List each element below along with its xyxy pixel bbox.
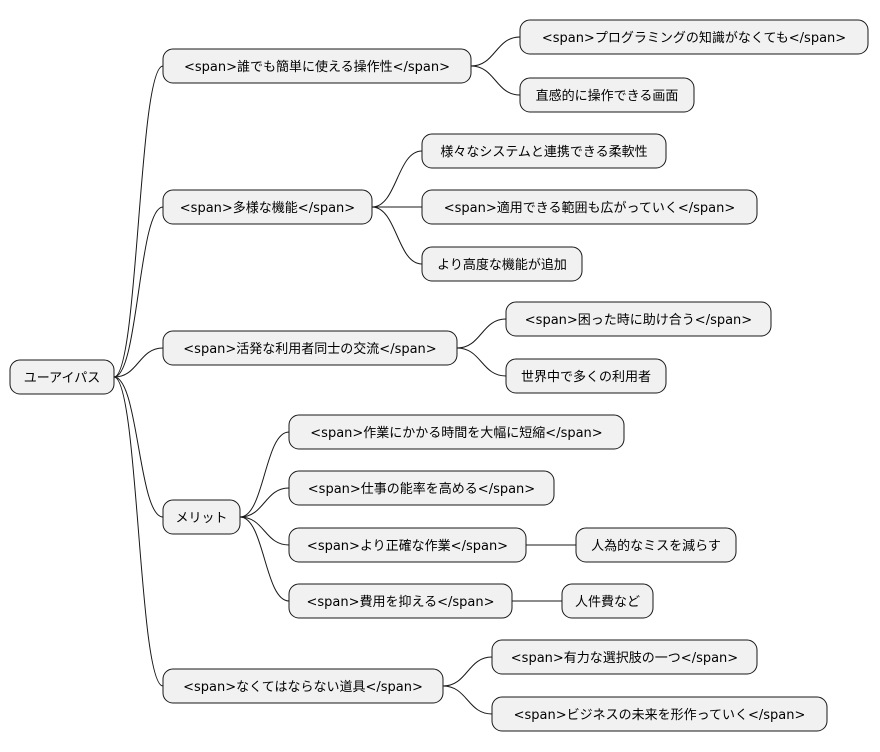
node-branch-community-label: <span>活発な利用者同士の交流</span> bbox=[183, 341, 436, 357]
connector-branch-usability-to-intuitive-screen bbox=[470, 65, 521, 96]
node-users-worldwide-label: 世界中で多くの利用者 bbox=[521, 369, 651, 385]
node-efficiency: <span>仕事の能率を高める</span> bbox=[288, 470, 555, 506]
node-reduce-human-error: 人為的なミスを減らす bbox=[575, 527, 737, 563]
node-strong-option-label: <span>有力な選択肢の一つ</span> bbox=[511, 650, 738, 666]
node-help-each-other-label: <span>困った時に助け合う</span> bbox=[525, 313, 752, 328]
connector-branch-community-to-users-worldwide bbox=[456, 347, 507, 377]
node-labor-cost-label: 人件費など bbox=[575, 595, 640, 610]
node-branch-essential-tool: <span>なくてはならない道具</span> bbox=[162, 668, 444, 704]
node-branch-essential-tool-label: <span>なくてはならない道具</span> bbox=[183, 680, 423, 695]
node-time-reduction-label: <span>作業にかかる時間を大幅に短縮</span> bbox=[310, 425, 602, 441]
node-help-each-other: <span>困った時に助け合う</span> bbox=[505, 301, 772, 337]
connector-branch-essential-tool-to-strong-option bbox=[442, 656, 493, 687]
connector-branch-merits-to-reduce-cost bbox=[239, 516, 290, 602]
node-branch-community: <span>活発な利用者同士の交流</span> bbox=[162, 330, 458, 366]
node-root: ユーアイパス bbox=[9, 359, 115, 395]
node-branch-usability: <span>誰でも簡単に使える操作性</span> bbox=[162, 48, 472, 84]
node-labor-cost: 人件費など bbox=[561, 583, 654, 619]
connector-branch-features-to-flexible-integration bbox=[371, 150, 423, 208]
node-shape-business-future-label: <span>ビジネスの未来を形作っていく</span> bbox=[514, 708, 806, 723]
node-scope-expands-label: <span>適用できる範囲も広がっていく</span> bbox=[444, 200, 736, 216]
node-flexible-integration-label: 様々なシステムと連携できる柔軟性 bbox=[440, 144, 647, 160]
node-flexible-integration: 様々なシステムと連携できる柔軟性 bbox=[421, 133, 667, 169]
node-accuracy-label: <span>より正確な作業</span> bbox=[307, 538, 508, 554]
node-efficiency-label: <span>仕事の能率を高める</span> bbox=[308, 481, 535, 497]
node-no-programming: <span>プログラミングの知識がなくても</span> bbox=[519, 19, 869, 55]
node-branch-merits: メリット bbox=[162, 499, 241, 535]
connector-root-to-branch-merits bbox=[113, 376, 164, 518]
node-strong-option: <span>有力な選択肢の一つ</span> bbox=[491, 639, 758, 675]
node-reduce-cost-label: <span>費用を抑える</span> bbox=[306, 595, 494, 610]
node-time-reduction: <span>作業にかかる時間を大幅に短縮</span> bbox=[288, 414, 625, 450]
node-branch-features-label: <span>多様な機能</span> bbox=[180, 200, 355, 216]
connector-root-to-branch-features bbox=[113, 206, 164, 378]
node-shape-business-future: <span>ビジネスの未来を形作っていく</span> bbox=[491, 696, 828, 732]
node-branch-usability-label: <span>誰でも簡単に使える操作性</span> bbox=[184, 59, 450, 75]
node-root-label: ユーアイパス bbox=[24, 371, 101, 386]
node-advanced-features: より高度な機能が追加 bbox=[421, 246, 583, 282]
node-reduce-human-error-label: 人為的なミスを減らす bbox=[591, 538, 721, 554]
node-reduce-cost: <span>費用を抑える</span> bbox=[288, 583, 513, 619]
node-advanced-features-label: より高度な機能が追加 bbox=[437, 257, 567, 273]
connector-branch-merits-to-efficiency bbox=[239, 487, 290, 518]
connector-branch-usability-to-no-programming bbox=[470, 36, 521, 67]
node-no-programming-label: <span>プログラミングの知識がなくても</span> bbox=[542, 30, 846, 46]
connector-lines bbox=[113, 36, 576, 715]
node-intuitive-screen-label: 直感的に操作できる画面 bbox=[536, 88, 679, 104]
connector-branch-essential-tool-to-shape-business-future bbox=[442, 685, 493, 715]
connector-branch-merits-to-time-reduction bbox=[239, 431, 290, 518]
node-users-worldwide: 世界中で多くの利用者 bbox=[505, 358, 667, 394]
connector-root-to-branch-usability bbox=[113, 65, 164, 378]
connector-branch-merits-to-accuracy bbox=[239, 516, 290, 546]
connector-branch-features-to-advanced-features bbox=[371, 206, 423, 265]
connector-branch-community-to-help-each-other bbox=[456, 318, 507, 349]
node-branch-merits-label: メリット bbox=[175, 511, 227, 526]
connector-root-to-branch-community bbox=[113, 347, 164, 378]
connector-root-to-branch-essential-tool bbox=[113, 376, 164, 687]
node-branch-features: <span>多様な機能</span> bbox=[162, 189, 373, 225]
node-intuitive-screen: 直感的に操作できる画面 bbox=[519, 77, 695, 113]
node-accuracy: <span>より正確な作業</span> bbox=[288, 527, 527, 563]
node-scope-expands: <span>適用できる範囲も広がっていく</span> bbox=[421, 189, 758, 225]
